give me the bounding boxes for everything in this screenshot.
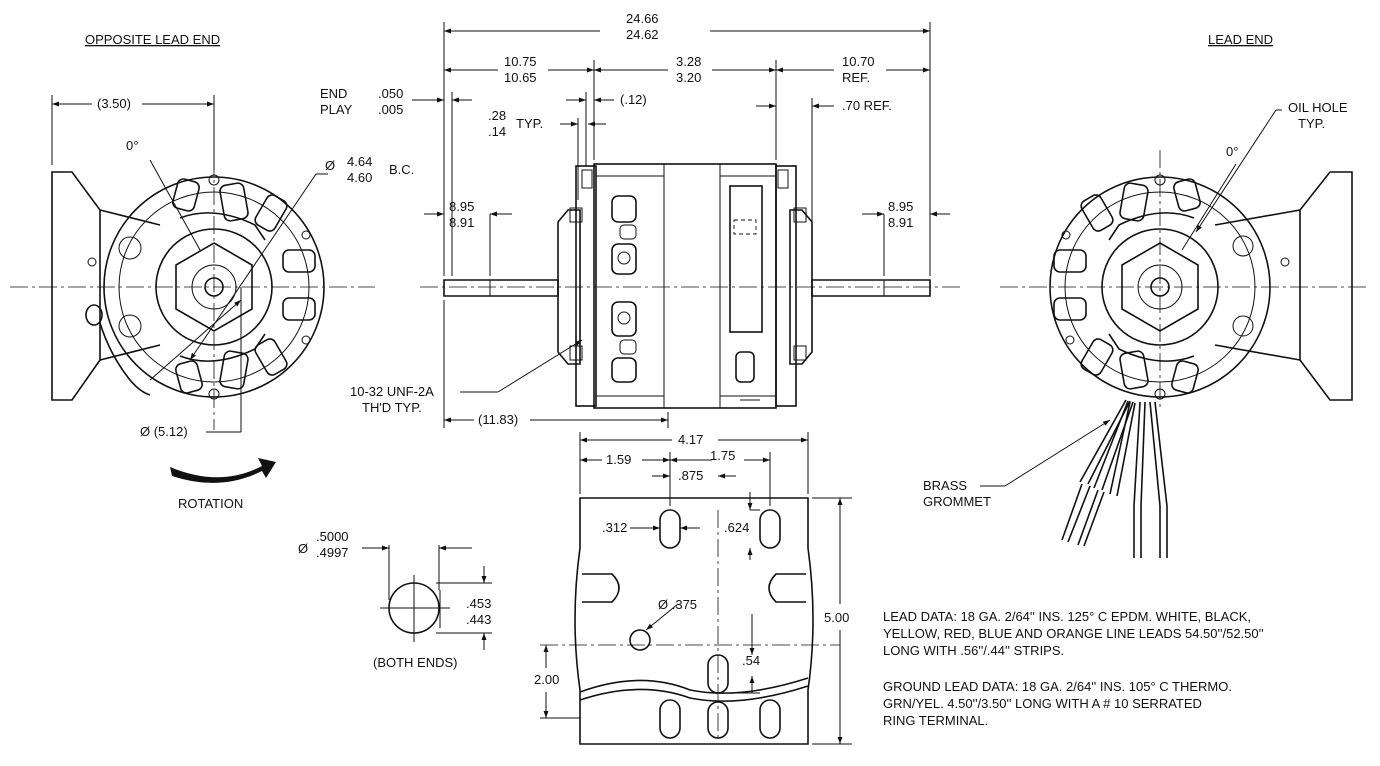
angle-label-left: 0° <box>126 138 138 153</box>
shaft-flat-max: .453 <box>466 596 491 611</box>
brass-grommet-label-1: BRASS <box>923 478 967 493</box>
lead-data-line-2: YELLOW, RED, BLUE AND ORANGE LINE LEADS … <box>883 626 1264 641</box>
end-bell-left <box>575 165 597 407</box>
flat-right-max: 8.95 <box>888 199 913 214</box>
lead-data-notes: LEAD DATA: 18 GA. 2/64'' INS. 125° C EPD… <box>883 609 1264 728</box>
rotation-label: ROTATION <box>178 496 243 511</box>
shaft-left <box>443 279 559 297</box>
bc-value-max: 4.64 <box>347 154 372 169</box>
right-shaft-ref: REF. <box>842 70 870 85</box>
dim-875-label: .875 <box>678 468 703 483</box>
end-play-min: .005 <box>378 102 403 117</box>
body-length-min: 3.20 <box>676 70 701 85</box>
thread-note-2: TH'D TYP. <box>362 400 422 415</box>
bc-value-min: 4.60 <box>347 170 372 185</box>
flat-right-min: 8.91 <box>888 215 913 230</box>
nameplate-area <box>729 185 763 333</box>
end-play-label-2: PLAY <box>320 102 353 117</box>
small-offset-label: (.12) <box>620 92 647 107</box>
dim-159-label: 1.59 <box>606 452 631 467</box>
slot-624-label: .624 <box>724 520 749 535</box>
front-view: 24.66 24.62 10.75 10.65 3.28 3.20 10.70 … <box>320 11 960 428</box>
bolt-circle-dia-label: (3.50) <box>97 96 131 111</box>
typ-label: TYP. <box>516 116 543 131</box>
mount-length-label: (11.83) <box>478 412 518 427</box>
shaft-dia-min: .4997 <box>316 545 349 560</box>
oil-hole-typ: TYP. <box>1298 116 1325 131</box>
slot-312-label: .312 <box>602 520 627 535</box>
right-shaft-length: 10.70 <box>842 54 875 69</box>
ref-70-label: .70 REF. <box>842 98 892 113</box>
shaft-detail: Ø .5000 .4997 .453 .443 (BOTH ENDS) <box>298 529 492 670</box>
typ-value-max: .28 <box>488 108 506 123</box>
end-play-label-1: END <box>320 86 347 101</box>
title-lead-end: LEAD END <box>1208 32 1273 47</box>
left-shaft-length-min: 10.65 <box>504 70 537 85</box>
stator-body <box>593 163 777 409</box>
opposite-lead-end-view: (3.50) 0° Ø 4.64 4.60 B.C. Ø (5.12) ROTA… <box>10 95 414 511</box>
left-shaft-length-max: 10.75 <box>504 54 537 69</box>
bracket-width-label: 4.17 <box>678 432 703 447</box>
bracket-hole-bottom <box>118 314 142 338</box>
end-play-max: .050 <box>378 86 403 101</box>
shaft-end <box>204 277 224 297</box>
lead-data-line-3: LONG WITH .56''/.44'' STRIPS. <box>883 643 1064 658</box>
thread-note-1: 10-32 UNF-2A <box>350 384 434 399</box>
angle-label-right: 0° <box>1226 144 1238 159</box>
bracket-view: 4.17 1.59 1.75 .875 .312 .624 Ø .375 .54… <box>534 432 852 745</box>
brass-grommet-label-2: GROMMET <box>923 494 991 509</box>
lead-end-shield <box>1049 176 1271 398</box>
height-500-label: 5.00 <box>824 610 849 625</box>
bracket-outline <box>574 497 814 745</box>
height-200-label: 2.00 <box>534 672 559 687</box>
overall-length-min: 24.62 <box>626 27 659 42</box>
dim-175-label: 1.75 <box>710 448 735 463</box>
shaft-flat-min: .443 <box>466 612 491 627</box>
ground-lead-line-1: GROUND LEAD DATA: 18 GA. 2/64'' INS. 105… <box>883 679 1232 694</box>
bracket-hole-top <box>118 236 142 260</box>
outer-dia-label: Ø (5.12) <box>140 424 188 439</box>
title-opposite-lead-end: OPPOSITE LEAD END <box>85 32 220 47</box>
body-length-max: 3.28 <box>676 54 701 69</box>
end-shield-outer <box>103 176 325 398</box>
bc-label: B.C. <box>389 162 414 177</box>
flat-left-max: 8.95 <box>449 199 474 214</box>
lead-wires <box>1061 399 1168 558</box>
both-ends-note: (BOTH ENDS) <box>373 655 458 670</box>
overall-length-max: 24.66 <box>626 11 659 26</box>
oil-hole-label: OIL HOLE <box>1288 100 1348 115</box>
lead-data-line-1: LEAD DATA: 18 GA. 2/64'' INS. 125° C EPD… <box>883 609 1251 624</box>
shaft-right <box>811 279 931 297</box>
hole-375-label: Ø .375 <box>658 597 697 612</box>
end-bell-right <box>775 165 797 407</box>
flat-left-min: 8.91 <box>449 215 474 230</box>
lead-end-view: OIL HOLE TYP. 0° BRASS GROMMET <box>923 100 1370 558</box>
bc-symbol: Ø <box>325 158 335 173</box>
ground-lead-line-2: GRN/YEL. 4.50''/3.50'' LONG WITH A # 10 … <box>883 696 1202 711</box>
rotation-arrow <box>170 458 276 483</box>
shaft-dia-symbol: Ø <box>298 541 308 556</box>
ground-lead-line-3: RING TERMINAL. <box>883 713 988 728</box>
bearing-hex <box>175 242 253 332</box>
ground-terminal <box>85 304 103 326</box>
shaft-dia-max: .5000 <box>316 529 349 544</box>
typ-value-min: .14 <box>488 124 506 139</box>
dim-54-label: .54 <box>742 653 760 668</box>
mount-hole-375 <box>629 629 651 651</box>
